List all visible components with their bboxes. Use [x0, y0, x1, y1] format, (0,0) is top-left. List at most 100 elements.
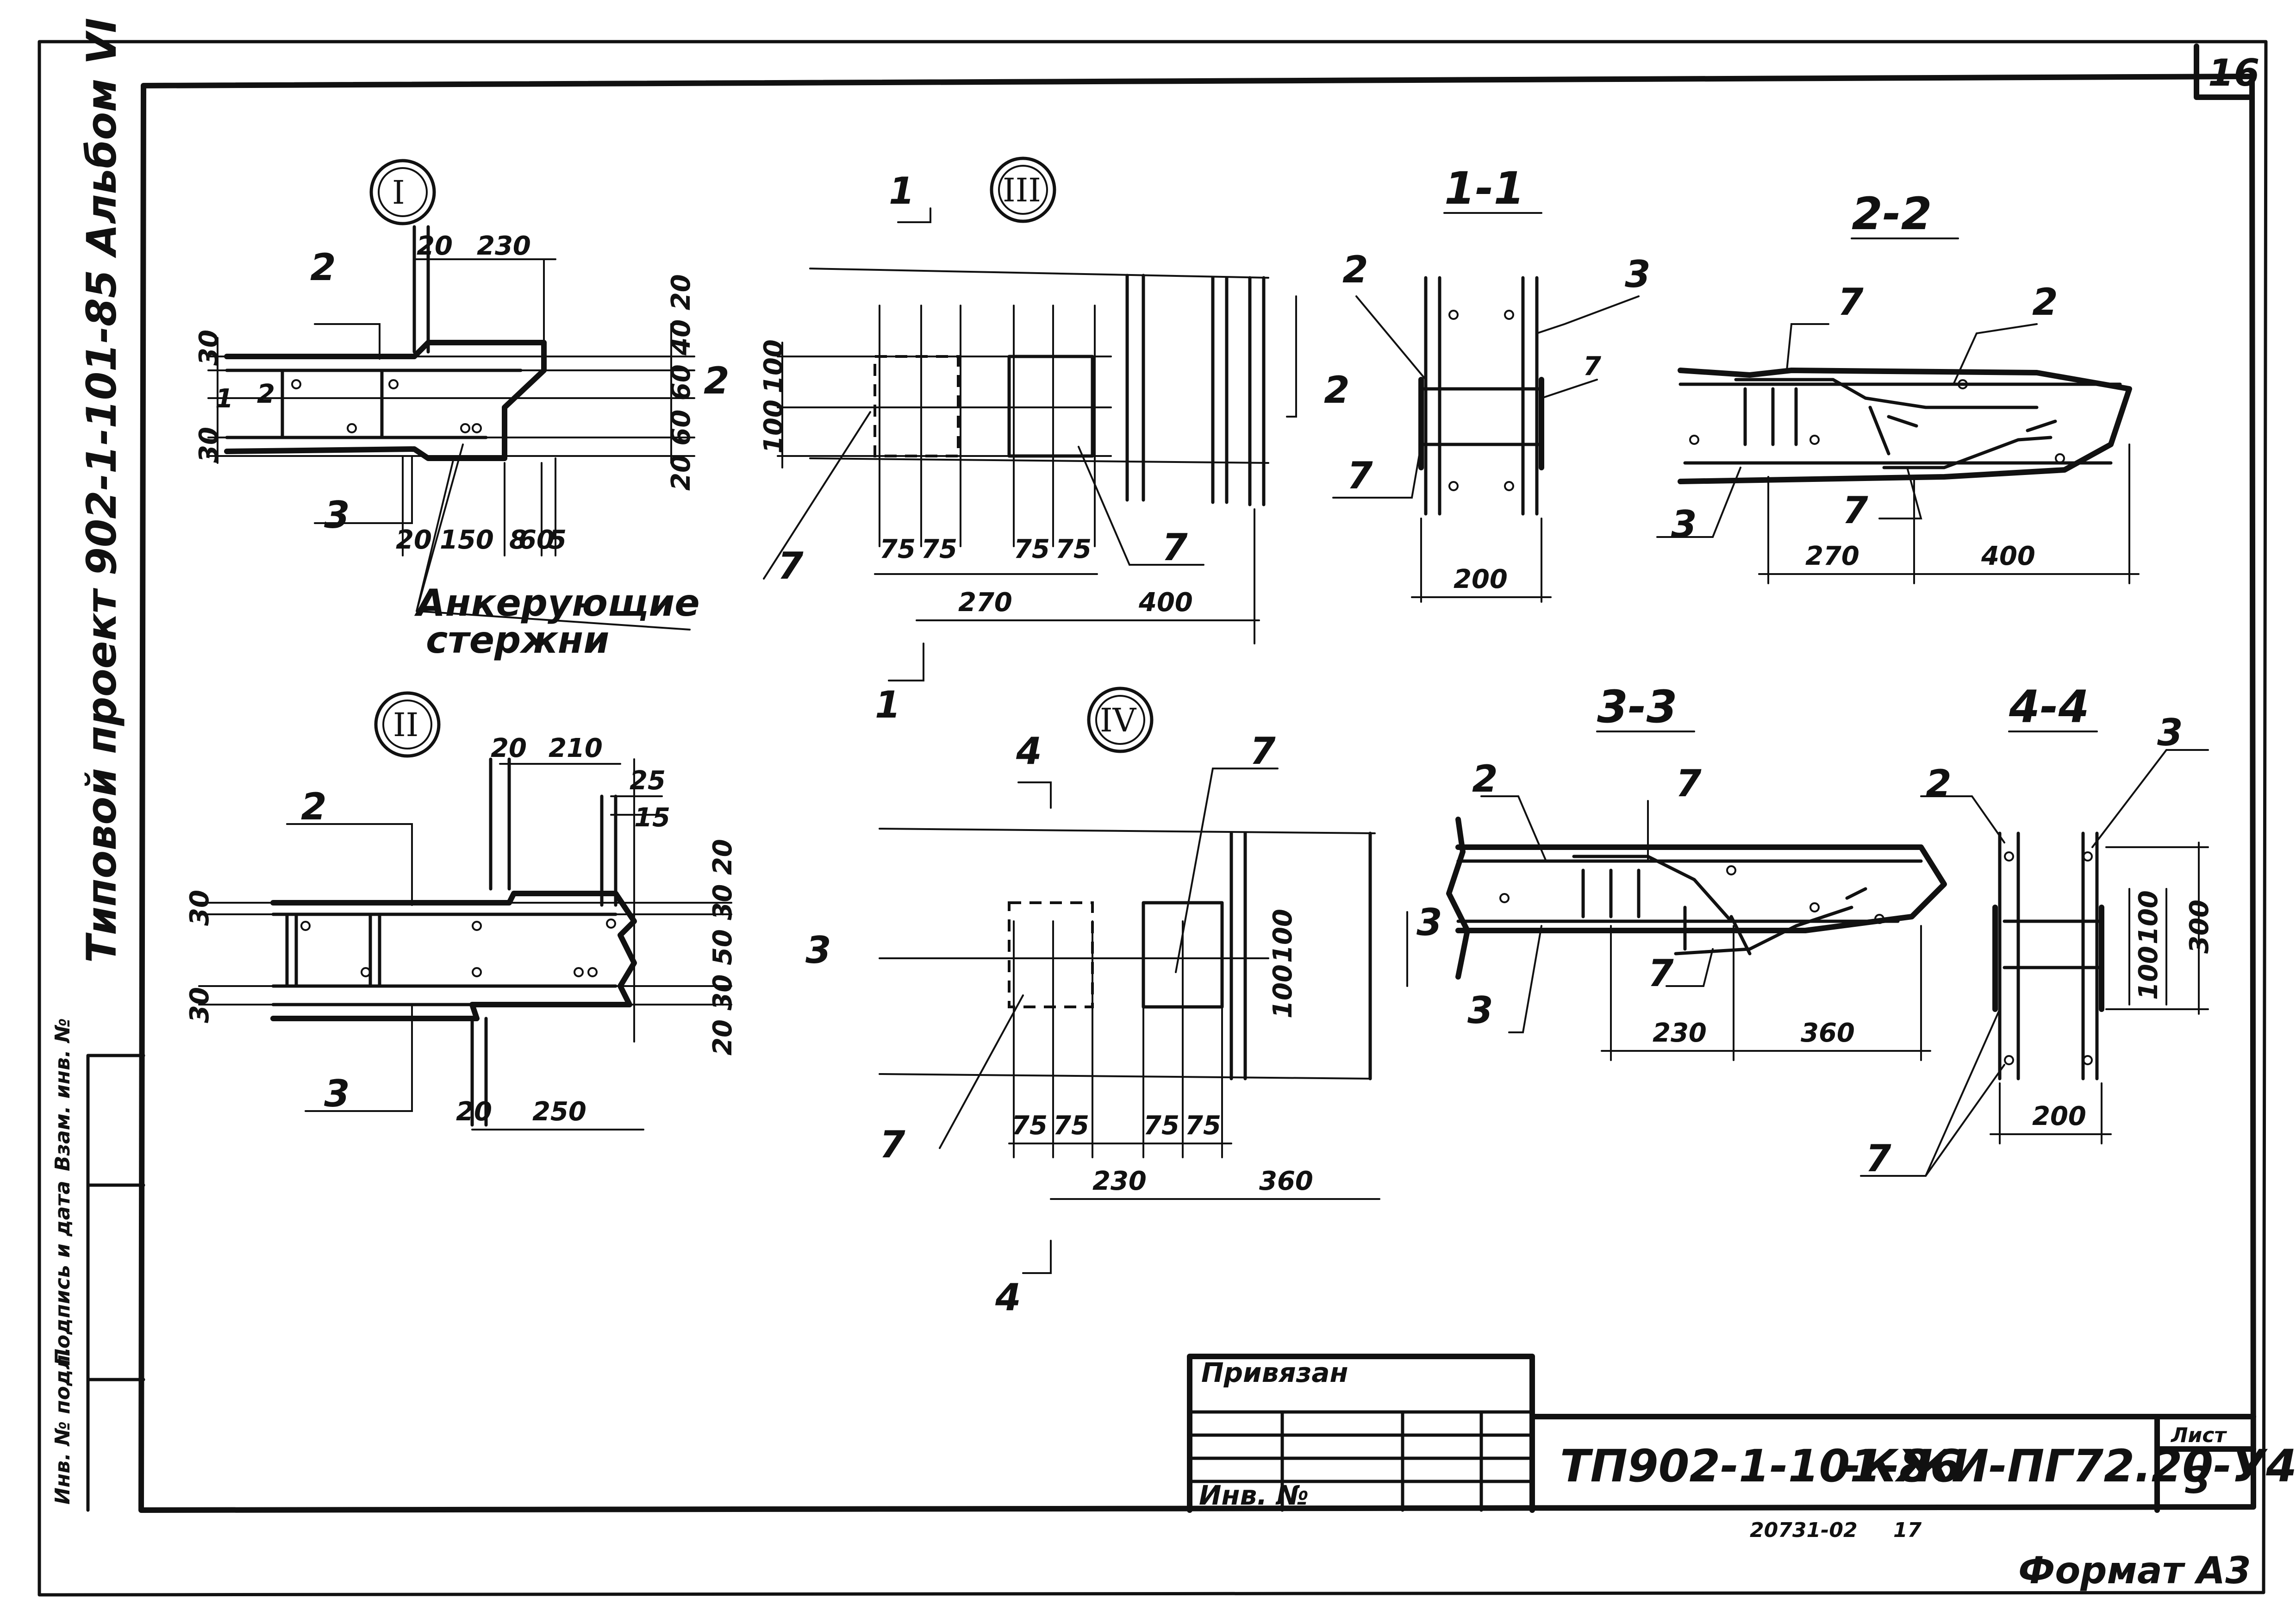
anchor-label-2: стержни	[426, 618, 609, 662]
node-I-dim-stack: 20 60 60 40 20	[666, 274, 696, 491]
node-III-dim-100b: 100	[759, 400, 789, 454]
section-2-2-pos7b: 7	[1842, 489, 1868, 532]
node-IV-dim-75a: 75	[1011, 1111, 1048, 1141]
node-IV-mark4-top: 4	[1016, 730, 1042, 773]
node-IV-dim-100a: 100	[1268, 909, 1298, 963]
node-I-pos2: 2	[310, 246, 336, 289]
node-II-dim-250: 250	[532, 1097, 586, 1127]
section-2-2-title: 2-2	[1852, 188, 1932, 240]
section-4-4-dim-200: 200	[2032, 1101, 2086, 1131]
node-II-pos3: 3	[324, 1072, 350, 1115]
node-I-drawing	[207, 225, 695, 631]
section-4-4-dim-100b: 100	[2134, 890, 2164, 944]
anchor-label-1: Анкерующие	[414, 581, 700, 625]
left-margin-table	[86, 1054, 145, 1512]
node-II-dim-stack: 20 30 50 30 20	[708, 839, 738, 1056]
node-IV-mark3-right: 3	[1416, 901, 1442, 944]
left-cell-replace: Взам. инв. №	[51, 1018, 75, 1171]
node-III-mark2-left: 2	[704, 359, 730, 402]
node-I-dim-5: 5	[549, 525, 567, 555]
node-IV-mark3-left: 3	[805, 929, 831, 972]
node-I-mark2: 2	[257, 379, 275, 409]
node-II-dim-15: 15	[634, 803, 670, 833]
section-2-2-pos7a: 7	[1838, 281, 1864, 324]
node-II-dim-30b: 30	[185, 987, 215, 1023]
stamp-inv: Инв. №	[1199, 1480, 1309, 1511]
node-I-dim-20b: 20	[396, 525, 432, 555]
node-IV-dim-75c: 75	[1143, 1111, 1179, 1141]
section-4-4-dim-300: 300	[2184, 899, 2215, 954]
section-2-2-dim-270: 270	[1805, 541, 1859, 571]
designation-right: -КЖИ-ПГ72.20-У4	[1842, 1440, 2296, 1492]
section-3-3-dim-360: 360	[1801, 1018, 1855, 1048]
sheet-number-top: 16	[2208, 51, 2259, 94]
section-1-1-drawing	[1332, 276, 1640, 603]
section-3-3-pos3: 3	[1467, 989, 1493, 1032]
title-block	[1187, 1354, 2256, 1513]
node-III-pos7a: 7	[778, 544, 804, 587]
section-1-1-pos7r: 7	[1583, 351, 1601, 381]
node-III-circle	[990, 156, 1056, 223]
section-1-1-dim-200: 200	[1454, 564, 1508, 594]
node-III-dim-75c: 75	[1014, 534, 1050, 564]
node-I-pos3: 3	[324, 493, 350, 537]
section-3-3-pos2: 2	[1472, 757, 1498, 800]
node-III-dim-75b: 75	[921, 534, 957, 564]
left-margin-title: Типовой проект 902-1-101-85 Альбом VI	[78, 18, 125, 963]
node-III-dim-100a: 100	[759, 339, 789, 394]
section-4-4-dim-100a: 100	[2134, 946, 2164, 1000]
node-II-dim-210: 210	[549, 733, 603, 763]
node-III-mark2-right: 2	[1324, 369, 1350, 412]
node-IV-label: IV	[1100, 701, 1137, 739]
section-1-1-pos2: 2	[1342, 248, 1368, 291]
node-I-dim-230: 230	[477, 231, 531, 261]
node-III-pos7b: 7	[1162, 526, 1188, 569]
archive-code: 20731-02	[1750, 1518, 1858, 1542]
section-2-2-pos3: 3	[1671, 503, 1697, 546]
left-cell-inv: Инв. № подл.	[51, 1347, 75, 1505]
node-I-dim-30b: 30	[194, 427, 224, 463]
node-I-circle	[369, 159, 436, 225]
node-III-mark1-top: 1	[889, 169, 915, 212]
section-4-4-pos3: 3	[2157, 711, 2183, 754]
node-IV-circle	[1087, 687, 1154, 753]
section-2-2-pos2: 2	[2032, 281, 2058, 324]
node-IV-mark4-bottom: 4	[995, 1276, 1021, 1319]
left-cell-sign: Подпись и дата	[51, 1181, 75, 1366]
node-II-dim-30a: 30	[185, 890, 215, 926]
section-1-1-pos3: 3	[1625, 253, 1651, 296]
section-2-2-dim-400: 400	[1981, 541, 2035, 571]
section-4-4-pos7: 7	[1866, 1137, 1891, 1180]
node-III-mark1-bottom: 1	[875, 683, 901, 726]
node-I-dim-20: 20	[417, 231, 453, 261]
inner-frame	[138, 74, 2256, 1513]
format-label: Формат А3	[2018, 1549, 2251, 1592]
node-IV-dim-75b: 75	[1053, 1111, 1089, 1141]
section-1-1-title: 1-1	[1444, 162, 1524, 214]
node-II-pos2: 2	[301, 785, 327, 828]
node-I-dim-30a: 30	[194, 330, 224, 366]
node-III-dim-75d: 75	[1055, 534, 1092, 564]
node-IV-drawing	[879, 768, 1408, 1274]
node-III-dim-270: 270	[958, 587, 1012, 618]
section-4-4-title: 4-4	[2009, 681, 2089, 733]
outer-border	[37, 40, 2268, 1597]
node-IV-pos7b: 7	[1250, 730, 1276, 773]
node-I-dim-8: 8	[509, 525, 527, 555]
stamp-bound: Привязан	[1201, 1357, 1348, 1388]
node-IV-dim-75d: 75	[1185, 1111, 1221, 1141]
node-I-mark1: 1	[215, 384, 233, 414]
section-2-2-drawing	[1656, 323, 2140, 584]
section-4-4-drawing	[1860, 749, 2209, 1177]
node-II-label: II	[393, 706, 418, 744]
node-II-circle	[374, 691, 441, 758]
node-III-label: III	[1003, 171, 1041, 209]
node-IV-pos7a: 7	[880, 1123, 905, 1166]
section-3-3-pos7a: 7	[1676, 762, 1702, 805]
node-I-label: I	[392, 174, 405, 212]
node-II-dim-20: 20	[491, 733, 527, 763]
node-IV-dim-360: 360	[1259, 1166, 1313, 1196]
sheet-label: Лист	[2170, 1424, 2227, 1447]
designation-left: ТП902-1-101-86	[1560, 1440, 1961, 1492]
section-3-3-drawing	[1446, 795, 1947, 1061]
